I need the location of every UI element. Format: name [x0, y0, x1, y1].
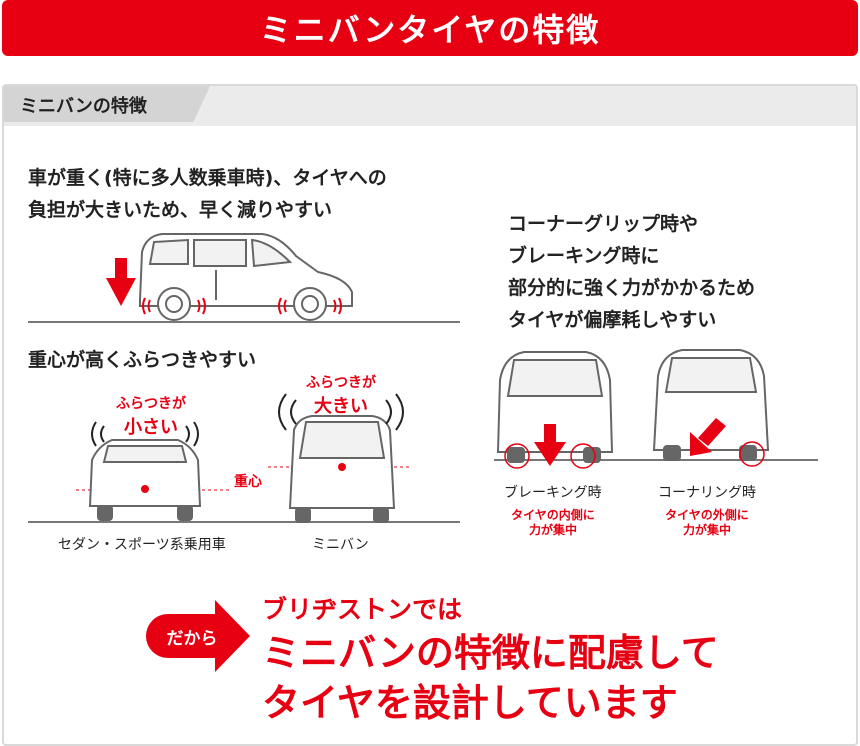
cornering-car-illustration [652, 349, 770, 461]
braking-note-line-2: 力が集中 [528, 523, 577, 537]
heavy-load-text: 車が重く(特に多人数乗車時)、タイヤへの 負担が大きいため、早く減りやすい [28, 162, 387, 226]
tire-pressure-marks-icon [142, 297, 342, 315]
center-of-gravity-label: 重心 [234, 474, 262, 490]
braking-note: タイヤの内側に 力が集中 [498, 508, 608, 538]
minivan-sway-label: ふらつきが 大きい [286, 372, 396, 418]
cornering-note-line-1: タイヤの外側に [665, 508, 749, 522]
outer-tire-marker [739, 441, 765, 467]
cornering-line-3: 部分的に強く力がかかるため [508, 277, 756, 299]
sedan-center-dot [141, 485, 149, 493]
sedan-sway-line-2: 小さい [124, 417, 178, 438]
cornering-line-1: コーナーグリップ時や [508, 213, 699, 235]
braking-arrow-icon [534, 424, 566, 466]
minivan-sway-line-1: ふらつきが [306, 375, 376, 391]
dakara-label: だから [166, 628, 218, 649]
minivan-side-illustration [139, 233, 353, 321]
cornering-line-4: タイヤが偏摩耗しやすい [508, 309, 717, 331]
cornering-arrow-icon [690, 418, 726, 456]
conclusion-line-3: タイヤを設計しています [262, 681, 678, 725]
conclusion-line-2: ミニバンの特徴に配慮して [262, 631, 719, 675]
cornering-note-line-2: 力が集中 [682, 523, 731, 537]
inner-tire-marker-left [504, 443, 530, 469]
center-gravity-heading: 重心が高くふらつきやすい [28, 349, 257, 371]
cornering-line-2: ブレーキング時に [508, 245, 660, 267]
braking-car-illustration [496, 351, 614, 463]
heavy-line-1: 車が重く(特に多人数乗車時)、タイヤへの [28, 167, 387, 189]
heavy-line-2: 負担が大きいため、早く減りやすい [28, 199, 333, 221]
page-title: ミニバンタイヤの特徴 [259, 11, 601, 49]
dakara-badge: だから [146, 614, 238, 658]
braking-caption: ブレーキング時 [504, 485, 602, 501]
cornering-caption: コーナリング時 [658, 485, 756, 501]
sway-marks-icon [91, 393, 404, 447]
sedan-caption: セダン・スポーツ系乗用車 [58, 537, 226, 553]
cornering-note: タイヤの外側に 力が集中 [652, 508, 762, 538]
conclusion-line-1: ブリヂストンでは [262, 595, 463, 624]
minivan-front-illustration [288, 415, 396, 523]
braking-note-line-1: タイヤの内側に [511, 508, 595, 522]
section-label: ミニバンの特徴 [20, 96, 147, 117]
section-tab: ミニバンの特徴 [4, 86, 210, 122]
sedan-sway-line-1: ふらつきが [116, 396, 186, 412]
sedan-front-illustration [88, 439, 202, 521]
minivan-caption: ミニバン [312, 537, 369, 553]
inner-tire-marker-right [570, 443, 596, 469]
down-arrow-icon [106, 258, 136, 306]
cornering-text: コーナーグリップ時や ブレーキング時に 部分的に強く力がかかるため タイヤが偏摩… [508, 208, 755, 336]
minivan-sway-line-2: 大きい [314, 396, 368, 417]
minivan-center-dot [338, 463, 346, 471]
title-banner: ミニバンタイヤの特徴 [2, 0, 858, 56]
section-tab-bar: ミニバンの特徴 [4, 86, 856, 126]
sedan-sway-label: ふらつきが 小さい [96, 393, 206, 439]
